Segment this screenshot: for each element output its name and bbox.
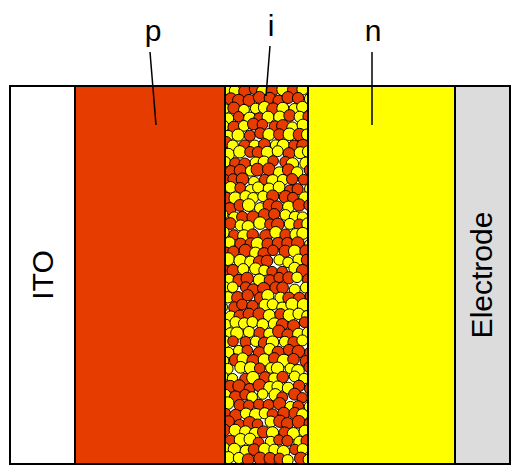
ito-layer (10, 86, 75, 464)
particle (243, 326, 254, 337)
layer-boundary (74, 86, 76, 464)
particle (272, 146, 283, 157)
particle (251, 163, 264, 176)
particle (287, 174, 298, 185)
particle (292, 272, 303, 283)
particle (234, 146, 246, 158)
layer-boundary (454, 86, 456, 464)
particle (225, 253, 234, 266)
particle (258, 389, 268, 399)
ito-layer-box: ITO (11, 87, 74, 463)
particle (268, 245, 279, 256)
particle (227, 282, 238, 293)
particle (242, 199, 255, 212)
layer-name: i (268, 11, 275, 41)
particle (298, 174, 308, 185)
p-layer (75, 86, 225, 464)
leader-line (150, 52, 156, 125)
particle (237, 299, 248, 310)
particle (299, 317, 308, 328)
electrode-box: Electrode (456, 87, 509, 463)
particle (282, 435, 293, 446)
particle (228, 336, 239, 347)
particle (242, 454, 254, 464)
i-layer (225, 86, 308, 464)
n-layer (308, 86, 455, 464)
particle (232, 129, 244, 141)
particle (301, 254, 308, 266)
leader-line (371, 52, 373, 125)
electrode-layer (455, 86, 510, 464)
leader-line (266, 46, 270, 96)
particle (277, 282, 289, 294)
layer-boundary (307, 86, 309, 464)
particle (282, 455, 293, 464)
layer-name: p (145, 16, 162, 46)
layer-label: Electrode (468, 212, 498, 339)
layer-label: ITO (27, 250, 57, 299)
blend-particles (225, 86, 308, 464)
particle (297, 335, 308, 346)
particle (225, 397, 234, 410)
device-frame (10, 86, 510, 464)
layer-name: n (365, 16, 382, 46)
layer-boundary (224, 86, 226, 464)
